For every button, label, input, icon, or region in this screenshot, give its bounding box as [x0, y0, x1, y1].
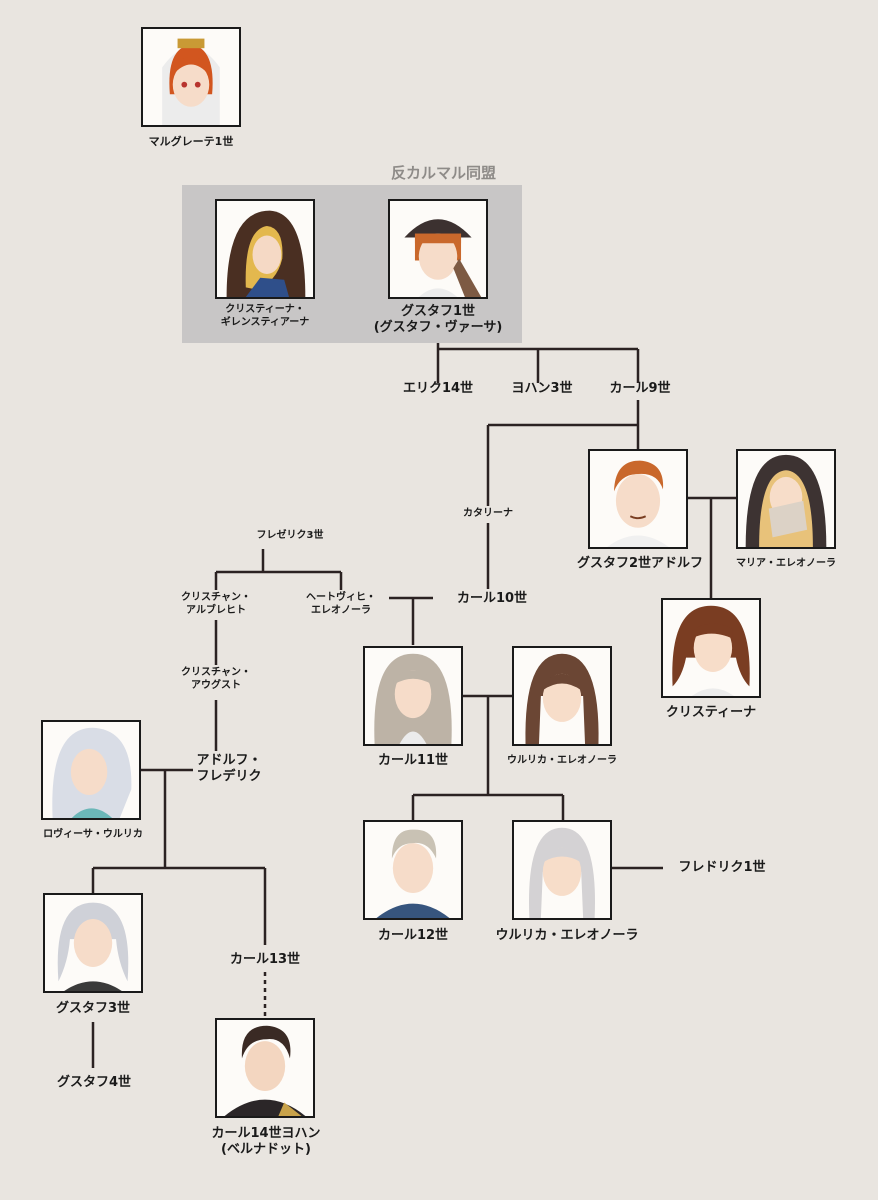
label-karl10: カール10世	[453, 589, 531, 610]
portrait-ulrika-eleonora-elder	[512, 646, 612, 746]
label-kristina-gyllenstierna-line1: クリスティーナ・	[225, 304, 305, 315]
label-karl12: カール12世	[377, 928, 449, 943]
portrait-karl11	[363, 646, 463, 746]
portrait-gustav3	[43, 893, 143, 993]
portrait-karl14	[215, 1018, 315, 1118]
label-hedvig-eleonora-line2: エレオノーラ	[311, 604, 371, 616]
label-karl14: カール14世ヨハン (ベルナドット)	[211, 1126, 320, 1159]
label-christian-august: クリスチャン・ アウグスト	[178, 665, 254, 694]
label-ulrika-eleonora-younger: ウルリカ・エレオノーラ	[495, 928, 639, 943]
portrait-gustav2	[588, 449, 688, 549]
label-fredrik3: フレゼリク3世	[256, 530, 324, 541]
label-adolf-fredrik: アドルフ・ フレデリク	[193, 751, 265, 788]
label-gustav2: グスタフ2世アドルフ	[576, 556, 704, 571]
label-gustav1: グスタフ1世 (グスタフ・ヴァーサ)	[374, 304, 503, 337]
label-johan3: ヨハン3世	[511, 381, 573, 396]
portrait-karl12	[363, 820, 463, 920]
label-maria-eleonora: マリア・エレオノーラ	[736, 558, 836, 569]
label-kristina-gyllenstierna-line2: ギレンスティアーナ	[220, 316, 310, 328]
portrait-maria-eleonora	[736, 449, 836, 549]
portrait-kristina-gyllenstierna	[215, 199, 315, 299]
label-ulrika-eleonora-elder: ウルリカ・エレオノーラ	[507, 755, 617, 766]
label-christian-albrecht-line1: クリスチャン・	[181, 592, 251, 603]
label-adolf-fredrik-line2: フレデリク	[196, 769, 262, 785]
label-christian-albrecht: クリスチャン・ アルブレヒト	[178, 590, 254, 619]
portrait-gustav1	[388, 199, 488, 299]
group-title: 反カルマル同盟	[391, 164, 497, 182]
label-gustav3: グスタフ3世	[55, 1001, 131, 1016]
line-adolf-children	[91, 770, 267, 945]
label-christian-albrecht-line2: アルブレヒト	[186, 604, 246, 616]
label-karl11: カール11世	[377, 753, 449, 768]
label-kristina-gyllenstierna: クリスティーナ・ ギレンスティアーナ	[221, 304, 310, 329]
label-karl14-line2: (ベルナドット)	[221, 1142, 311, 1158]
label-christian-august-line1: クリスチャン・	[181, 667, 251, 678]
label-gustav1-line2: (グスタフ・ヴァーサ)	[373, 320, 503, 336]
label-fredrik1: フレドリク1世	[678, 860, 766, 875]
label-lovisa-ulrika: ロヴィーサ・ウルリカ	[43, 829, 143, 840]
label-karl9: カール9世	[609, 381, 671, 396]
label-hedvig-eleonora-line1: ヘートヴィヒ・	[306, 592, 376, 603]
line-karl11-children	[411, 696, 565, 820]
label-christian-august-line2: アウグスト	[191, 679, 241, 691]
label-margrete: マルグレーテ1世	[148, 135, 234, 148]
label-karl13: カール13世	[226, 950, 304, 971]
label-gustav1-line1: グスタフ1世	[400, 304, 476, 319]
label-adolf-fredrik-line1: アドルフ・	[196, 753, 262, 768]
portrait-margrete	[141, 27, 241, 127]
portrait-kristina	[661, 598, 761, 698]
label-erik14: エリク14世	[402, 381, 474, 396]
portrait-lovisa-ulrika	[41, 720, 141, 820]
line-gustav1-children	[436, 343, 640, 383]
label-gustav4: グスタフ4世	[56, 1075, 132, 1090]
label-hedvig-eleonora: ヘートヴィヒ・ エレオノーラ	[303, 590, 379, 619]
portrait-ulrika-eleonora-younger	[512, 820, 612, 920]
label-karl14-line1: カール14世ヨハン	[211, 1126, 321, 1141]
line-fredrik3-children	[214, 549, 343, 590]
label-katarina: カタリーナ	[460, 506, 516, 523]
label-kristina: クリスティーナ	[665, 705, 757, 720]
